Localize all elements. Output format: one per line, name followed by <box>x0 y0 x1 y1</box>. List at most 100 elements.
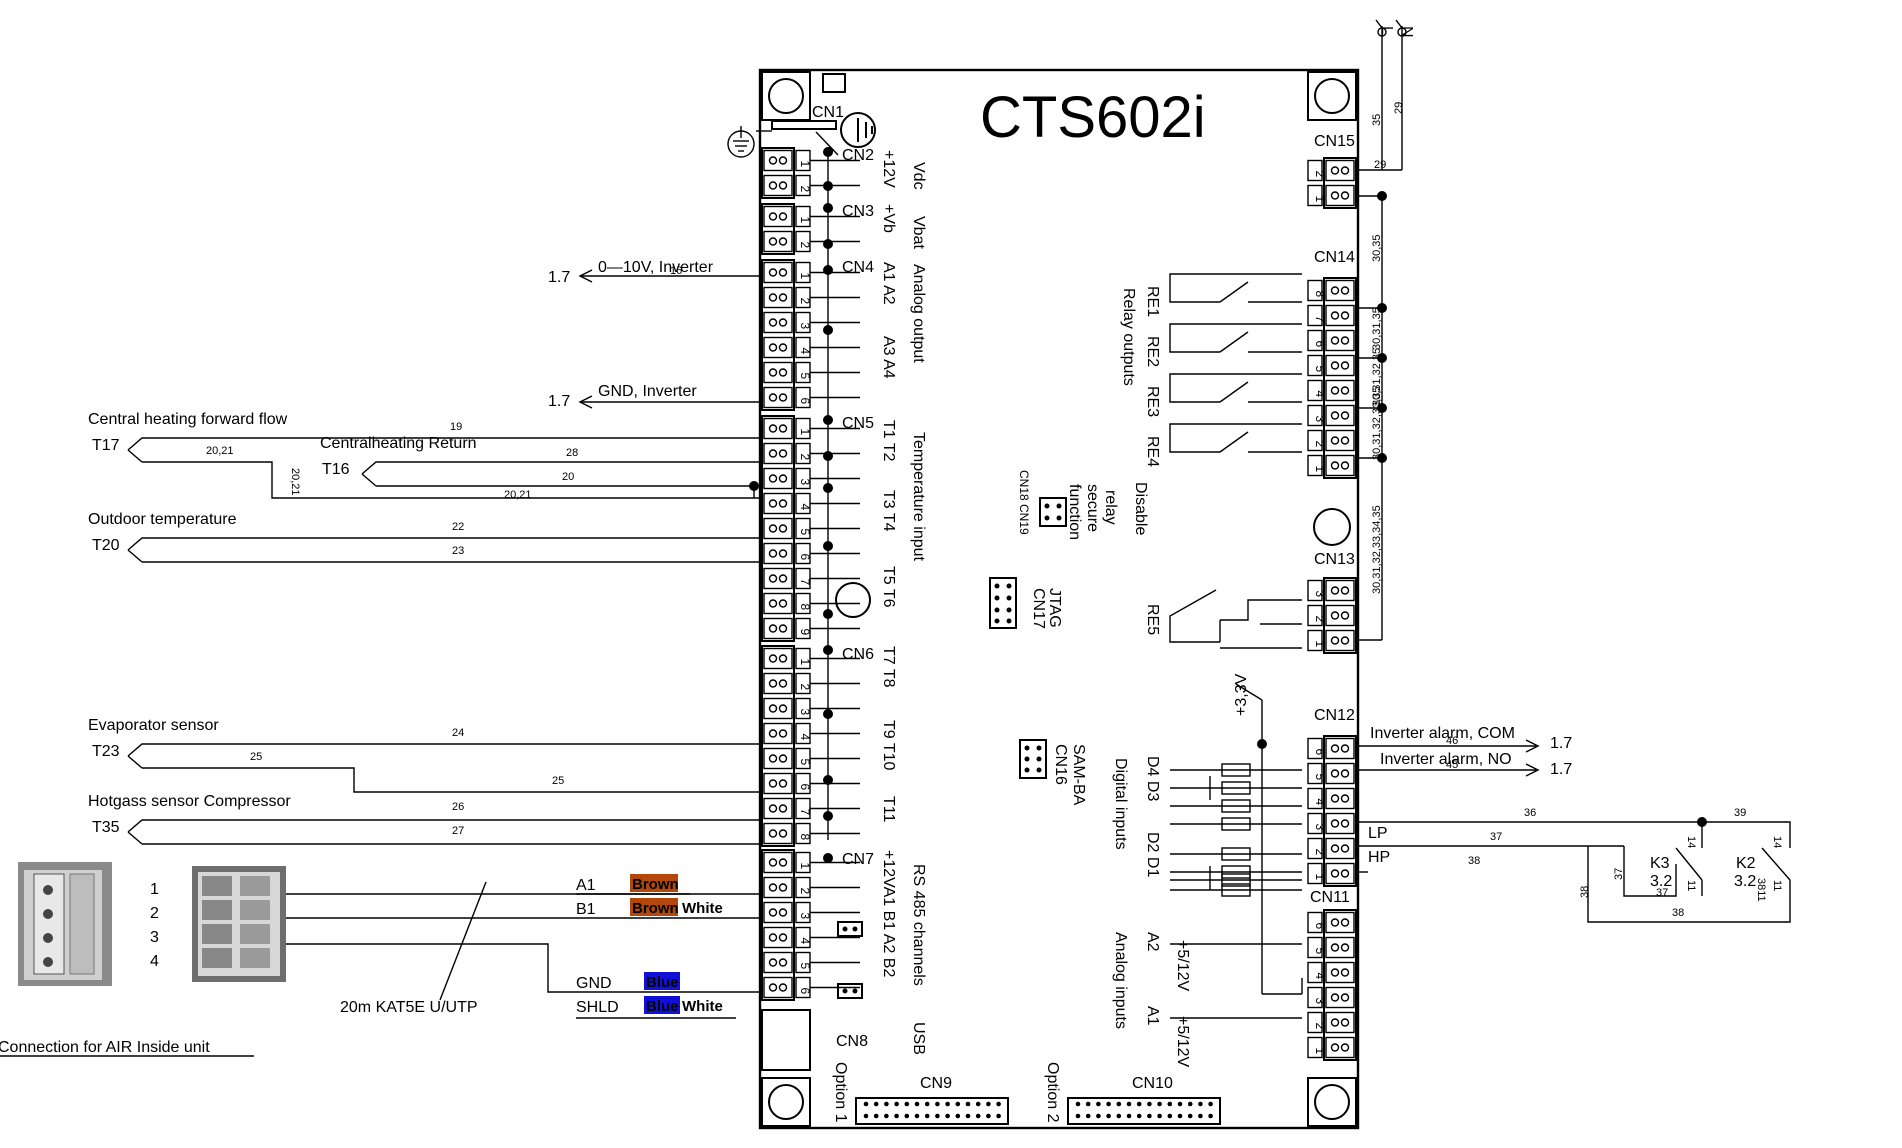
label-hotgass-sensor: Hotgass sensor Compressor <box>88 793 291 810</box>
terminal-number: 5 <box>798 373 812 380</box>
terminal-number: 3 <box>798 323 812 330</box>
terminal-num-box <box>1307 379 1323 402</box>
label-cn18-cn19: CN18 CN19 <box>1017 470 1031 535</box>
wire-38-a: 38 <box>1468 855 1480 867</box>
terminal-block-left <box>761 645 795 847</box>
terminal-screw <box>768 449 778 458</box>
terminal-screw <box>1340 993 1350 1002</box>
header-pin <box>1208 1101 1213 1107</box>
board-outline <box>758 68 1360 1130</box>
terminal-screw <box>1340 869 1350 878</box>
label-cn10: CN10 <box>1132 1075 1173 1092</box>
label-cn2: CN2 <box>842 147 874 164</box>
resistor <box>1221 873 1251 887</box>
terminal-number: 4 <box>798 938 812 945</box>
header-pins <box>863 1101 1213 1119</box>
wire-38 <box>1587 846 1791 923</box>
relay-contact <box>1169 373 1302 403</box>
terminal-screw <box>778 829 788 838</box>
label-re5: RE5 <box>1144 604 1161 635</box>
header-pin <box>873 1101 879 1107</box>
connector-photo-right <box>192 866 286 982</box>
label-shld-cable: SHLD <box>576 999 619 1016</box>
terminal-screw <box>1330 166 1340 175</box>
label-a3a4: A3 A4 <box>880 336 897 379</box>
terminal-number: 6 <box>798 988 812 995</box>
terminal-screw <box>768 958 778 967</box>
terminal-screw <box>768 679 778 688</box>
terminal-screw <box>778 393 788 402</box>
terminal-screw <box>778 704 788 713</box>
terminal-screw <box>1330 1018 1340 1027</box>
terminal-number: 6 <box>1313 749 1327 756</box>
terminal-screw-box <box>763 311 793 334</box>
terminal-screw <box>778 654 788 663</box>
relay-re5-b <box>1169 589 1220 643</box>
wire-rs485-gnd <box>286 943 760 993</box>
header-pin <box>965 1101 971 1107</box>
terminal-number: 7 <box>1313 316 1327 323</box>
terminal-num-box <box>1307 812 1323 835</box>
junction-dot <box>823 853 833 863</box>
label-cn7: CN7 <box>842 851 874 868</box>
terminal-screw <box>778 599 788 608</box>
header-pin <box>1116 1113 1122 1119</box>
header-pin <box>894 1113 899 1119</box>
terminal-screw <box>778 858 788 867</box>
terminal-screw <box>1330 611 1340 620</box>
wire-26: 26 <box>452 801 464 813</box>
terminal-screw-box <box>763 261 793 284</box>
terminal-screw <box>768 368 778 377</box>
terminal-screw <box>768 829 778 838</box>
terminal-screw-box <box>763 926 793 949</box>
terminal-screw <box>1340 744 1350 753</box>
terminal-screw <box>768 268 778 277</box>
label-brown-a: Brown <box>632 876 679 893</box>
label-inverter-alarm-no: Inverter alarm, NO <box>1380 751 1512 768</box>
label-relay-outputs: Relay outputs <box>1120 288 1137 386</box>
label-t17: T17 <box>92 437 120 454</box>
wire-t16-a <box>361 461 760 475</box>
terminal-block-left <box>761 147 795 199</box>
wire-t20-a <box>127 537 760 551</box>
terminal-screw <box>768 574 778 583</box>
k2-contact <box>1761 847 1791 881</box>
terminal-number: 6 <box>798 784 812 791</box>
label-plus5-12v-a: +5/12V <box>1174 940 1191 991</box>
label-plus5-12v-b: +5/12V <box>1174 1016 1191 1067</box>
relay-contacts <box>1169 273 1302 649</box>
jumper-cn18-cn19 <box>1039 497 1067 527</box>
header-pin <box>1106 1113 1111 1119</box>
terminal-screw <box>768 549 778 558</box>
header-cn10 <box>1067 1097 1221 1125</box>
terminal-screw <box>1340 436 1350 445</box>
label-k2-ref: 3.2 <box>1734 873 1756 890</box>
term-num-2: 2 <box>150 905 159 922</box>
terminal-num-box <box>1307 604 1323 627</box>
terminal-number: 1 <box>798 161 812 168</box>
relay-contact <box>1169 273 1302 303</box>
terminal-screw <box>1330 993 1340 1002</box>
terminal-screw-box <box>763 647 793 670</box>
header-pin <box>1126 1101 1132 1107</box>
terminal-num-box <box>1307 279 1323 302</box>
terminal-screw <box>768 729 778 738</box>
header-pin <box>904 1101 910 1107</box>
relay-re5-no <box>1220 599 1302 621</box>
terminal-screw <box>778 424 788 433</box>
terminal-screw <box>778 779 788 788</box>
wire-t20-tip <box>127 549 143 563</box>
header-pin <box>965 1113 971 1119</box>
terminal-screw <box>778 368 788 377</box>
label-analog-output: Analog output <box>910 264 927 363</box>
terminal-screw <box>1330 461 1340 470</box>
terminal-screw-box <box>1325 159 1355 182</box>
header-pin <box>1075 1101 1081 1107</box>
terminal-number: 3 <box>798 709 812 716</box>
terminal-number: 2 <box>1313 441 1327 448</box>
terminal-number: 3 <box>1313 591 1327 598</box>
relay-contact <box>1169 323 1302 353</box>
terminal-screw-box <box>1325 1036 1355 1059</box>
terminal-screw <box>1340 311 1350 320</box>
